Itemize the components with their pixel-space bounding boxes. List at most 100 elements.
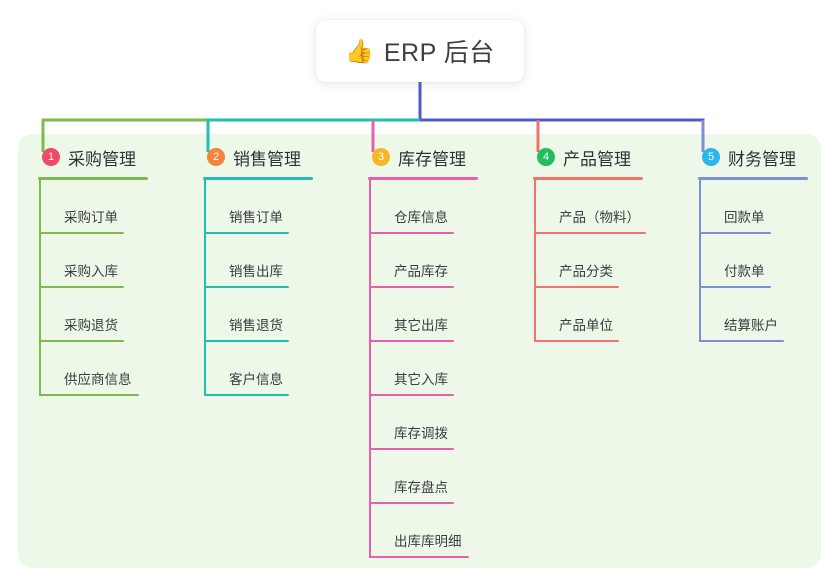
leaf-item-underline xyxy=(369,232,454,234)
leaf-item-label: 供应商信息 xyxy=(64,372,132,387)
branch-column-库存管理: 3 库存管理仓库信息产品库存其它出库其它入库库存调拨库存盘点出库库明细 xyxy=(368,144,518,558)
leaf-item[interactable]: 付款单 xyxy=(698,234,818,288)
leaf-item-label: 销售出库 xyxy=(229,264,283,279)
leaf-list: 销售订单销售出库销售退货客户信息 xyxy=(203,180,353,396)
leaf-item[interactable]: 采购入库 xyxy=(38,234,188,288)
leaf-item[interactable]: 库存调拨 xyxy=(368,396,518,450)
branch-header-2[interactable]: 2 销售管理 xyxy=(203,144,353,170)
leaf-item[interactable]: 产品单位 xyxy=(533,288,693,342)
leaf-item[interactable]: 采购退货 xyxy=(38,288,188,342)
branch-title: 库存管理 xyxy=(398,149,466,169)
branch-title: 产品管理 xyxy=(563,149,631,169)
leaf-item-underline xyxy=(39,286,124,288)
leaf-item[interactable]: 销售订单 xyxy=(203,180,353,234)
leaf-item-underline xyxy=(204,394,289,396)
leaf-item-label: 采购退货 xyxy=(64,318,118,333)
leaf-item[interactable]: 结算账户 xyxy=(698,288,818,342)
leaf-item-label: 付款单 xyxy=(724,264,765,279)
branch-title: 销售管理 xyxy=(233,149,301,169)
branch-header-1[interactable]: 1 采购管理 xyxy=(38,144,188,170)
leaf-item[interactable]: 销售出库 xyxy=(203,234,353,288)
branch-number-badge: 4 xyxy=(537,148,555,166)
leaf-item-underline xyxy=(534,286,619,288)
leaf-item-label: 其它入库 xyxy=(394,372,448,387)
leaf-list: 回款单付款单结算账户 xyxy=(698,180,818,342)
branch-number-badge: 2 xyxy=(207,148,225,166)
leaf-item-underline xyxy=(369,448,454,450)
leaf-item-underline xyxy=(369,286,454,288)
leaf-item-label: 库存调拨 xyxy=(394,426,448,441)
root-node-card[interactable]: 👍 ERP 后台 xyxy=(316,20,524,82)
branch-number-badge: 5 xyxy=(702,148,720,166)
leaf-item-underline xyxy=(699,340,784,342)
leaf-item-underline xyxy=(204,340,289,342)
branch-column-销售管理: 2 销售管理销售订单销售出库销售退货客户信息 xyxy=(203,144,353,396)
leaf-item-underline xyxy=(39,232,124,234)
root-node-title: ERP 后台 xyxy=(383,39,495,67)
leaf-item[interactable]: 产品分类 xyxy=(533,234,693,288)
leaf-item-label: 产品单位 xyxy=(559,318,613,333)
branch-title: 采购管理 xyxy=(68,149,136,169)
leaf-spine-line xyxy=(369,180,371,558)
leaf-list: 产品（物料） 产品分类产品单位 xyxy=(533,180,693,342)
leaf-item[interactable]: 其它入库 xyxy=(368,342,518,396)
branch-underline xyxy=(368,177,478,180)
leaf-item-underline xyxy=(204,286,289,288)
leaf-item-label: 销售订单 xyxy=(229,210,283,225)
branch-underline xyxy=(533,177,643,180)
leaf-item[interactable]: 回款单 xyxy=(698,180,818,234)
leaf-item-underline xyxy=(699,232,771,234)
leaf-item[interactable]: 出库库明细 xyxy=(368,504,518,558)
branch-column-产品管理: 4 产品管理产品（物料） 产品分类产品单位 xyxy=(533,144,693,342)
leaf-item-underline xyxy=(39,394,139,396)
branch-underline xyxy=(698,177,808,180)
branch-header-3[interactable]: 3 库存管理 xyxy=(368,144,518,170)
leaf-item[interactable]: 仓库信息 xyxy=(368,180,518,234)
leaf-item-label: 采购订单 xyxy=(64,210,118,225)
leaf-item-label: 客户信息 xyxy=(229,372,283,387)
leaf-item[interactable]: 产品（物料） xyxy=(533,180,693,234)
leaf-item-label: 出库库明细 xyxy=(394,534,462,549)
leaf-item-underline xyxy=(534,340,619,342)
leaf-item-label: 采购入库 xyxy=(64,264,118,279)
branch-number-badge: 1 xyxy=(42,148,60,166)
leaf-item-label: 库存盘点 xyxy=(394,480,448,495)
branch-underline xyxy=(203,177,313,180)
leaf-item[interactable]: 库存盘点 xyxy=(368,450,518,504)
branch-column-采购管理: 1 采购管理采购订单采购入库采购退货供应商信息 xyxy=(38,144,188,396)
leaf-list: 仓库信息产品库存其它出库其它入库库存调拨库存盘点出库库明细 xyxy=(368,180,518,558)
leaf-item-underline xyxy=(699,286,771,288)
leaf-spine-line xyxy=(39,180,41,396)
leaf-item-label: 其它出库 xyxy=(394,318,448,333)
thumbs-up-icon: 👍 xyxy=(345,37,374,64)
leaf-spine-line xyxy=(534,180,536,342)
leaf-item[interactable]: 其它出库 xyxy=(368,288,518,342)
leaf-item[interactable]: 客户信息 xyxy=(203,342,353,396)
leaf-item[interactable]: 销售退货 xyxy=(203,288,353,342)
leaf-item-underline xyxy=(39,340,124,342)
leaf-item-underline xyxy=(369,394,454,396)
leaf-item[interactable]: 产品库存 xyxy=(368,234,518,288)
branch-number-badge: 3 xyxy=(372,148,390,166)
branch-underline xyxy=(38,177,148,180)
branches-panel xyxy=(18,134,821,568)
leaf-item-underline xyxy=(369,502,454,504)
leaf-item-label: 回款单 xyxy=(724,210,765,225)
branch-header-4[interactable]: 4 产品管理 xyxy=(533,144,693,170)
leaf-item-label: 产品库存 xyxy=(394,264,448,279)
leaf-item-label: 结算账户 xyxy=(724,318,778,333)
leaf-item-underline xyxy=(369,556,469,558)
leaf-list: 采购订单采购入库采购退货供应商信息 xyxy=(38,180,188,396)
leaf-item[interactable]: 供应商信息 xyxy=(38,342,188,396)
leaf-item[interactable]: 采购订单 xyxy=(38,180,188,234)
leaf-spine-line xyxy=(204,180,206,396)
leaf-item-underline xyxy=(204,232,289,234)
leaf-item-label: 产品（物料） xyxy=(559,210,640,225)
leaf-item-label: 产品分类 xyxy=(559,264,613,279)
leaf-item-underline xyxy=(369,340,454,342)
leaf-item-label: 仓库信息 xyxy=(394,210,448,225)
leaf-spine-line xyxy=(699,180,701,342)
